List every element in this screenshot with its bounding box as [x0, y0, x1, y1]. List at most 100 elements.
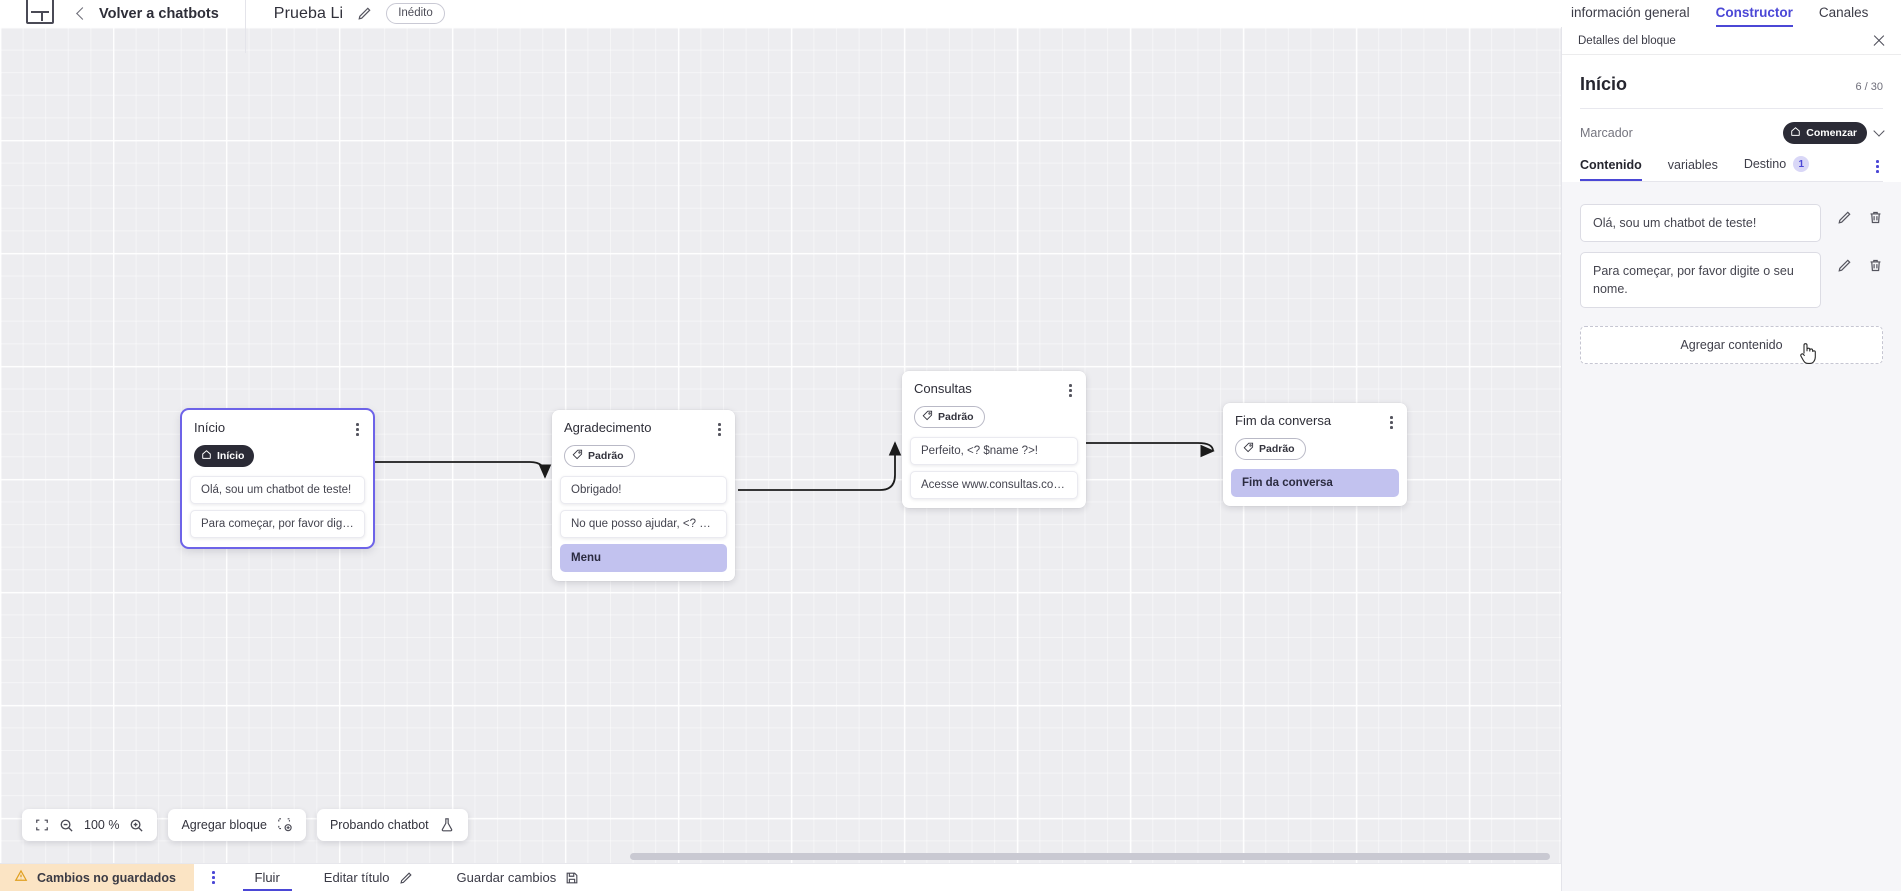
node-message-end[interactable]: Fim da conversa: [1231, 468, 1399, 497]
save-changes-label: Guardar cambios: [456, 870, 557, 885]
edit-title-label: Editar título: [323, 870, 390, 885]
node-message[interactable]: Olá, sou um chatbot de teste!: [190, 475, 365, 504]
tab-constructor[interactable]: Constructor: [1715, 5, 1793, 27]
zoom-out-icon[interactable]: [59, 818, 74, 833]
tag-icon: [922, 410, 933, 424]
node-tag-default: Padrão: [914, 405, 985, 428]
home-icon: [1790, 126, 1801, 140]
flow-node-agradecimento[interactable]: Agradecimento Padrão Obrigado! No que po…: [552, 410, 735, 581]
canvas-horizontal-scrollbar[interactable]: [630, 853, 1550, 860]
node-title: Consultas: [914, 381, 972, 396]
panel-tab-destino-label: Destino: [1743, 157, 1787, 171]
edit-pencil-icon[interactable]: [1837, 210, 1852, 225]
add-block-button[interactable]: Agregar bloque: [168, 809, 306, 841]
node-title: Agradecimento: [564, 420, 652, 435]
panel-char-counter: 6 / 30: [1855, 81, 1883, 93]
block-details-panel: Detalles del bloque Início 6 / 30 Marcad…: [1561, 27, 1901, 891]
add-content-label: Agregar contenido: [1680, 338, 1783, 353]
top-header-bar: Volver a chatbots Prueba Li Inédito: [0, 0, 1561, 53]
panel-title: Início: [1580, 74, 1628, 94]
node-message[interactable]: No que posso ajudar, <? $name ...: [560, 509, 727, 538]
node-menu-button[interactable]: [1065, 381, 1076, 400]
node-message-menu[interactable]: Menu: [560, 543, 727, 572]
marker-row: Marcador Comenzar: [1580, 109, 1885, 156]
node-tag-label: Padrão: [1259, 442, 1295, 455]
test-chatbot-label: Probando chatbot: [329, 818, 429, 832]
chevron-left-icon: [76, 7, 89, 20]
tab-canales[interactable]: Canales: [1818, 5, 1869, 20]
warning-icon: [14, 869, 28, 886]
unsaved-changes-label: Cambios no guardados: [37, 870, 176, 885]
content-item: Para começar, por favor digite o seu nom…: [1580, 252, 1883, 309]
marker-label: Marcador: [1580, 126, 1633, 140]
zoom-level-label: 100 %: [84, 818, 120, 832]
canvas-toolbar: 100 % Agregar bloque Probando chatbot: [22, 809, 468, 841]
close-icon[interactable]: [1871, 33, 1887, 49]
tab-informacion-general[interactable]: información general: [1571, 5, 1690, 20]
node-message[interactable]: Obrigado!: [560, 475, 727, 504]
flow-node-consultas[interactable]: Consultas Padrão Perfeito, <? $name ?>! …: [902, 371, 1086, 508]
zoom-controls: 100 %: [22, 809, 158, 841]
marker-value-label: Comenzar: [1806, 127, 1857, 139]
bottom-status-bar: Cambios no guardados Fluir Editar título…: [0, 863, 1561, 891]
chevron-down-icon[interactable]: [1873, 125, 1885, 137]
unsaved-changes-indicator: Cambios no guardados: [0, 864, 194, 891]
publish-status-badge: Inédito: [386, 2, 445, 25]
tag-icon: [572, 449, 583, 463]
node-menu-button[interactable]: [1386, 413, 1397, 432]
node-tag-default: Padrão: [564, 444, 635, 467]
panel-tab-destino[interactable]: Destino 1: [1743, 156, 1810, 181]
save-changes-button[interactable]: Guardar cambios: [435, 864, 602, 891]
delete-trash-icon[interactable]: [1868, 258, 1883, 273]
node-menu-button[interactable]: [714, 420, 725, 439]
panel-tabs-menu-button[interactable]: [1872, 157, 1883, 176]
fit-screen-icon[interactable]: [35, 818, 49, 832]
node-tag-label: Padrão: [938, 410, 974, 423]
workspace-tabs: información general Constructor Canales: [1561, 0, 1901, 27]
edit-pencil-icon: [399, 871, 413, 885]
node-message[interactable]: Perfeito, <? $name ?>!: [910, 436, 1078, 465]
content-item-text[interactable]: Olá, sou um chatbot de teste!: [1580, 204, 1821, 243]
test-chatbot-button[interactable]: Probando chatbot: [316, 809, 468, 841]
flow-node-inicio[interactable]: Início Início Olá, sou um chatbot de tes…: [182, 410, 373, 547]
bot-name: Prueba Li: [273, 4, 344, 22]
content-item: Olá, sou um chatbot de teste!: [1580, 204, 1883, 243]
panel-tab-variables[interactable]: variables: [1668, 158, 1718, 181]
panel-header: Detalles del bloque: [1562, 27, 1901, 55]
edit-pencil-icon[interactable]: [1837, 258, 1852, 273]
add-block-label: Agregar bloque: [181, 818, 267, 832]
statusbar-tab-fluir[interactable]: Fluir: [233, 864, 302, 891]
panel-header-label: Detalles del bloque: [1578, 34, 1676, 47]
panel-content-list: Olá, sou um chatbot de teste! Para começ…: [1562, 182, 1901, 365]
home-icon: [201, 449, 212, 463]
statusbar-menu-button[interactable]: [194, 864, 233, 891]
panel-tab-contenido-label: Contenido: [1580, 158, 1642, 172]
node-tag-default: Padrão: [1235, 437, 1306, 460]
panel-tab-contenido[interactable]: Contenido: [1580, 158, 1642, 181]
tag-icon: [1243, 442, 1254, 456]
panel-tabs: Contenido variables Destino 1: [1580, 156, 1883, 182]
node-message[interactable]: Para começar, por favor digite o ...: [190, 509, 365, 538]
node-menu-button[interactable]: [352, 420, 363, 439]
content-item-text[interactable]: Para começar, por favor digite o seu nom…: [1580, 252, 1821, 309]
app-logo[interactable]: [0, 0, 62, 27]
node-tag-label: Início: [217, 449, 245, 462]
node-title: Fim da conversa: [1235, 413, 1332, 428]
marker-value-badge[interactable]: Comenzar: [1783, 122, 1867, 144]
back-to-chatbots-link[interactable]: Volver a chatbots: [62, 0, 245, 27]
header-divider: [244, 0, 246, 53]
statusbar-tab-fluir-label: Fluir: [254, 870, 280, 885]
flow-canvas[interactable]: Início Início Olá, sou um chatbot de tes…: [0, 27, 1561, 863]
add-content-button[interactable]: Agregar contenido: [1580, 326, 1883, 365]
flow-node-fim-da-conversa[interactable]: Fim da conversa Padrão Fim da conversa: [1223, 403, 1407, 506]
app-logo-icon: [26, 0, 54, 24]
edit-title-button[interactable]: Editar título: [302, 864, 435, 891]
delete-trash-icon[interactable]: [1868, 210, 1883, 225]
back-to-chatbots-label: Volver a chatbots: [99, 5, 219, 22]
panel-tab-variables-label: variables: [1667, 158, 1718, 172]
save-disk-icon: [565, 871, 579, 885]
edit-pencil-icon[interactable]: [357, 6, 372, 21]
node-message[interactable]: Acesse www.consultas.com par...: [910, 470, 1078, 499]
zoom-in-icon[interactable]: [129, 818, 144, 833]
node-tag-label: Padrão: [588, 449, 624, 462]
